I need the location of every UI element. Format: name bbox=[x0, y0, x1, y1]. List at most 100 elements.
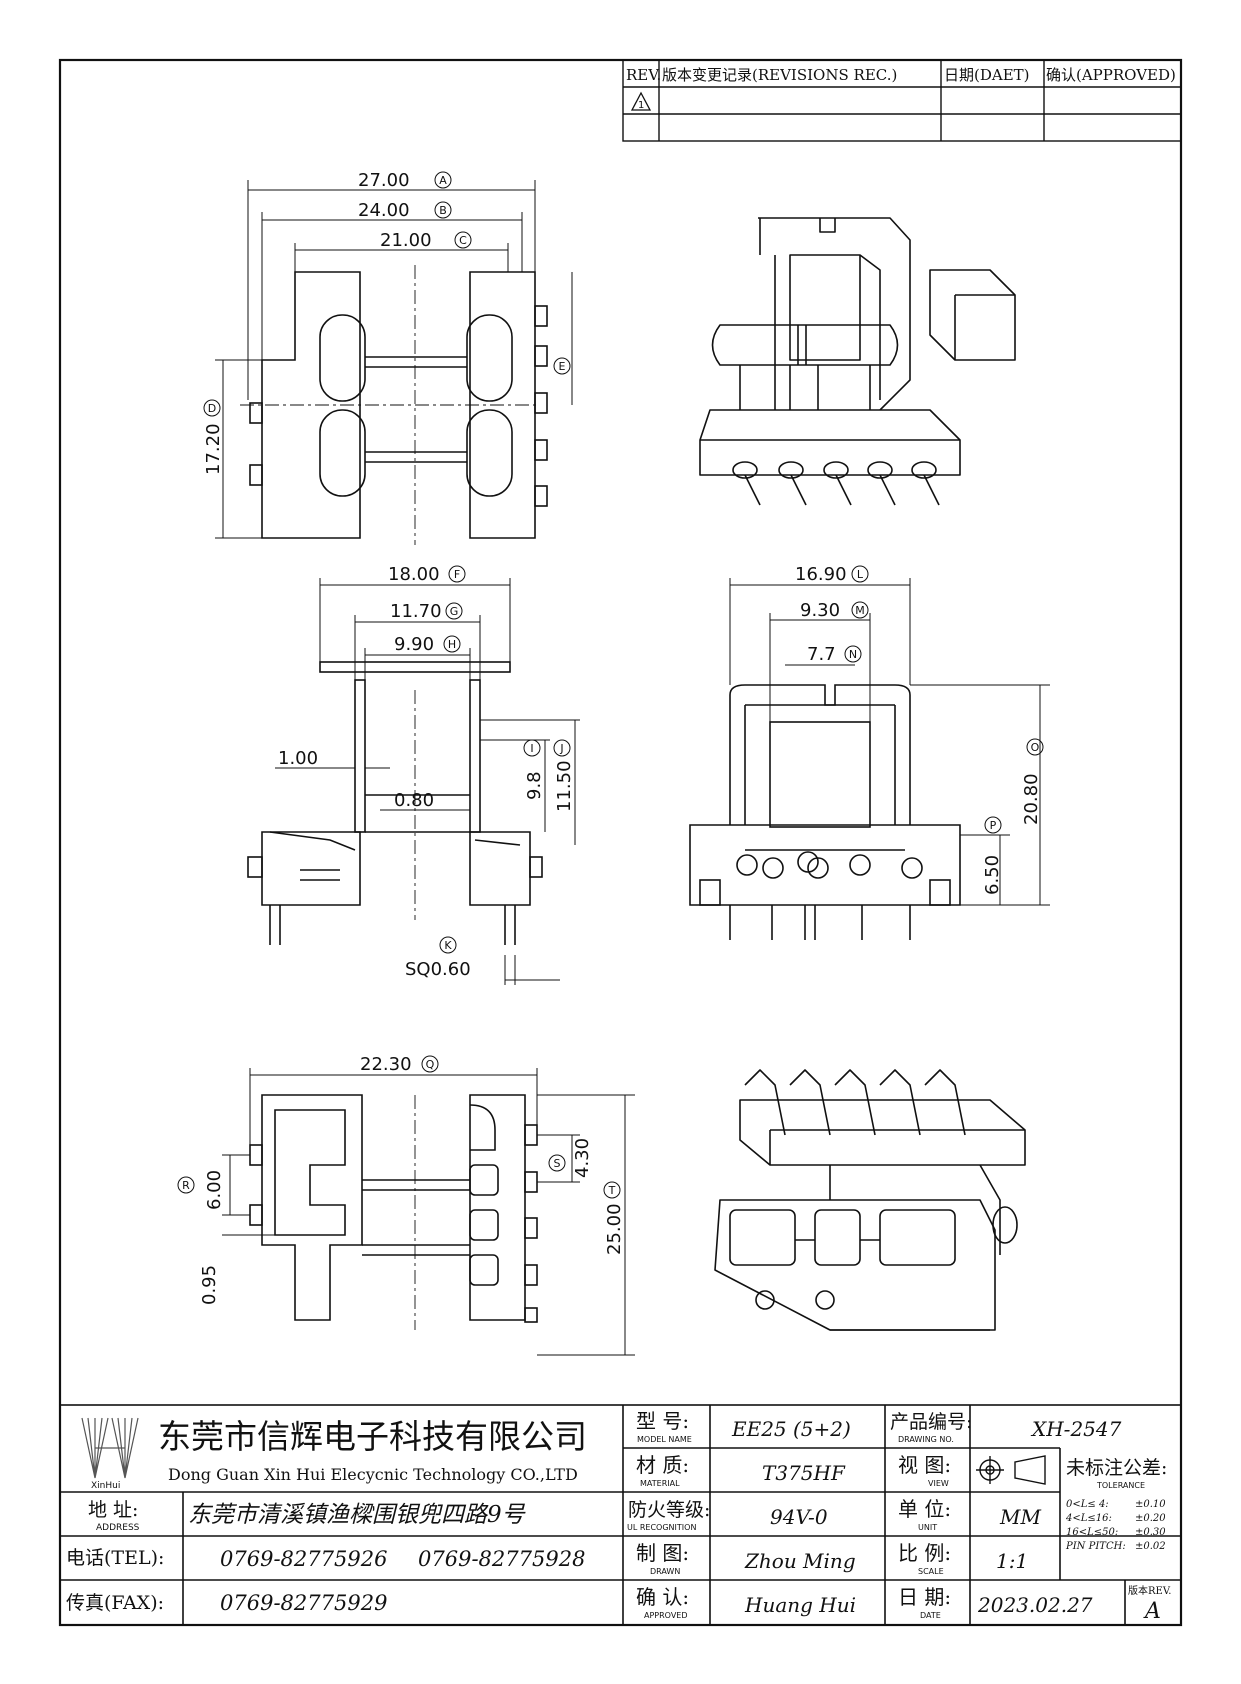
revisions-header: 版本变更记录(REVISIONS REC.) bbox=[662, 66, 897, 84]
tolerance-value-2: ±0.20 bbox=[1135, 1513, 1166, 1524]
dim-extra-value: 0.95 bbox=[199, 1265, 220, 1305]
view-label-en: VIEW bbox=[928, 1479, 949, 1488]
svg-text:L: L bbox=[857, 568, 864, 581]
dim-a-value: 27.00 bbox=[358, 170, 410, 191]
front-view-dimension-lines bbox=[729, 578, 1050, 906]
company-name-cn: 东莞市信辉电子科技有限公司 bbox=[158, 1417, 587, 1456]
dim-h-value: 9.90 bbox=[394, 634, 434, 655]
title-block-grid bbox=[59, 1404, 1182, 1626]
dim-d-value: 17.20 bbox=[203, 423, 224, 475]
approved-value: Huang Hui bbox=[744, 1593, 856, 1617]
bottom-view bbox=[249, 1094, 538, 1330]
svg-text:O: O bbox=[1031, 741, 1040, 754]
material-value: T375HF bbox=[762, 1461, 846, 1485]
tolerance-label-en: TOLERANCE bbox=[1096, 1481, 1145, 1490]
unit-label-en: UNIT bbox=[918, 1523, 937, 1532]
svg-text:C: C bbox=[459, 234, 467, 247]
rev-label: 版本REV. bbox=[1128, 1584, 1171, 1597]
dim-b-balloon: B bbox=[434, 201, 452, 219]
rev-header: REV. bbox=[626, 66, 661, 84]
tolerance-value-4: ±0.02 bbox=[1135, 1541, 1166, 1552]
unit-value: MM bbox=[999, 1505, 1041, 1529]
date-header: 日期(DAET) bbox=[944, 66, 1030, 84]
drawn-label-en: DRAWN bbox=[650, 1567, 680, 1576]
top-view bbox=[240, 265, 548, 545]
dim-c-value: 21.00 bbox=[380, 230, 432, 251]
tolerance-range-1: 0<L≤ 4: bbox=[1066, 1499, 1109, 1510]
dim-r-value: 6.00 bbox=[204, 1170, 225, 1210]
dim-k-balloon: K bbox=[439, 936, 457, 954]
tel-value-2: 0769-82775928 bbox=[418, 1547, 585, 1571]
isometric-view-top bbox=[699, 217, 1016, 506]
tolerance-range-3: 16<L≤50: bbox=[1066, 1527, 1118, 1538]
bottom-view-dimension-lines bbox=[222, 1068, 635, 1356]
scale-label-en: SCALE bbox=[918, 1567, 944, 1576]
dim-j-value: 11.50 bbox=[554, 760, 575, 812]
tolerance-value-1: ±0.10 bbox=[1135, 1499, 1166, 1510]
dim-n-value: 7.7 bbox=[807, 644, 836, 665]
svg-text:P: P bbox=[990, 819, 997, 832]
tolerance-range-4: PIN PITCH: bbox=[1065, 1541, 1126, 1552]
dim-t-value: 25.00 bbox=[604, 1203, 625, 1255]
model-label-en: MODEL NAME bbox=[637, 1435, 692, 1444]
drawing-no-label: 产品编号: bbox=[890, 1411, 972, 1433]
address-label-en: ADDRESS bbox=[96, 1523, 140, 1533]
dim-m-balloon: M bbox=[851, 601, 869, 619]
drawing-no-value: XH-2547 bbox=[1030, 1417, 1122, 1441]
dim-j-balloon: J bbox=[553, 739, 571, 757]
logo-text: XinHui bbox=[91, 1481, 120, 1491]
scale-label: 比 例: bbox=[898, 1541, 951, 1565]
dim-a-balloon: A bbox=[434, 171, 452, 189]
dim-l-balloon: L bbox=[851, 565, 869, 583]
dim-g-value: 11.70 bbox=[390, 601, 442, 622]
dim-t-balloon: T bbox=[603, 1181, 621, 1199]
dim-p-value: 6.50 bbox=[982, 855, 1003, 895]
svg-text:N: N bbox=[849, 648, 857, 661]
dim-m-value: 9.30 bbox=[800, 600, 840, 621]
dim-o-balloon: O bbox=[1026, 738, 1044, 756]
approved-header: 确认(APPROVED) bbox=[1046, 66, 1176, 84]
svg-text:M: M bbox=[855, 604, 865, 617]
ul-label-en: UL RECOGNITION bbox=[627, 1523, 696, 1532]
side-view-dimension-lines bbox=[275, 578, 580, 985]
dim-i-value: 9.8 bbox=[524, 771, 545, 800]
approved-label-en: APPROVED bbox=[644, 1611, 688, 1620]
fax-value: 0769-82775929 bbox=[220, 1591, 387, 1615]
revision-table bbox=[622, 59, 1182, 142]
material-label-en: MATERIAL bbox=[640, 1479, 680, 1488]
model-value: EE25 (5+2) bbox=[731, 1417, 851, 1441]
drawn-label: 制 图: bbox=[636, 1541, 689, 1565]
projection-symbol-icon bbox=[976, 1455, 1046, 1485]
material-label: 材 质: bbox=[636, 1453, 689, 1477]
dim-i-balloon: I bbox=[523, 739, 541, 757]
dim-e-balloon: E bbox=[553, 357, 571, 375]
svg-text:1: 1 bbox=[638, 100, 644, 111]
dim-d-balloon: D bbox=[203, 399, 221, 417]
side-view bbox=[247, 661, 543, 945]
tolerance-range-2: 4<L≤16: bbox=[1065, 1513, 1112, 1524]
dim-g-balloon: G bbox=[445, 602, 463, 620]
svg-text:A: A bbox=[439, 174, 447, 187]
dim-f-balloon: F bbox=[448, 565, 466, 583]
model-label: 型 号: bbox=[636, 1409, 689, 1433]
rev-value: A bbox=[1143, 1599, 1161, 1624]
drawn-value: Zhou Ming bbox=[744, 1549, 856, 1573]
svg-text:F: F bbox=[454, 568, 460, 581]
dim-l-value: 16.90 bbox=[795, 564, 847, 585]
approved-label: 确 认: bbox=[636, 1585, 689, 1609]
dim-h-balloon: H bbox=[443, 635, 461, 653]
tolerance-value-3: ±0.30 bbox=[1135, 1527, 1166, 1538]
revision-triangle-icon: 1 bbox=[630, 91, 652, 111]
svg-text:G: G bbox=[450, 605, 459, 618]
svg-text:H: H bbox=[448, 638, 456, 651]
svg-text:J: J bbox=[559, 742, 563, 755]
fax-label: 传真(FAX): bbox=[66, 1592, 164, 1614]
tel-label: 电话(TEL): bbox=[66, 1547, 164, 1569]
company-name-en: Dong Guan Xin Hui Elecycnic Technology C… bbox=[168, 1465, 578, 1484]
unit-label: 单 位: bbox=[898, 1497, 951, 1521]
svg-text:T: T bbox=[608, 1184, 616, 1197]
tel-value-1: 0769-82775926 bbox=[220, 1547, 387, 1571]
svg-text:D: D bbox=[208, 402, 216, 415]
svg-text:R: R bbox=[182, 1179, 190, 1192]
